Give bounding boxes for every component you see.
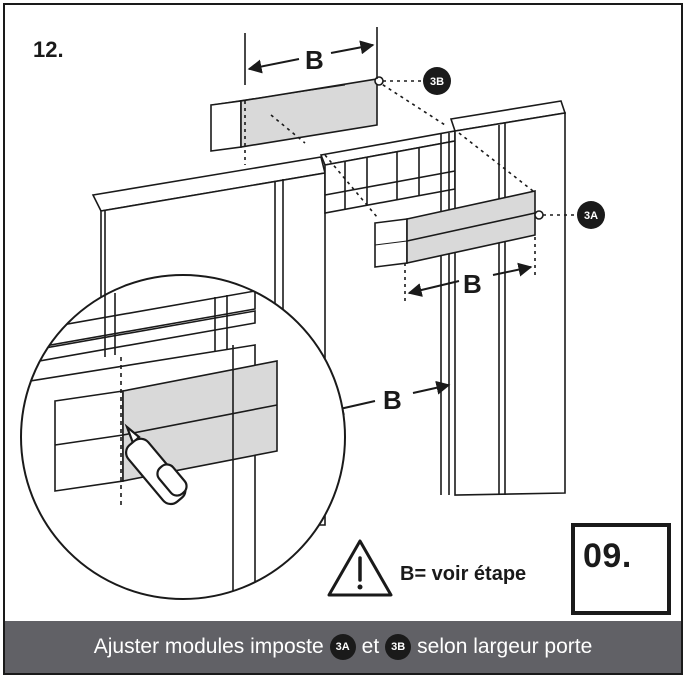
reference-step-box: 09. — [571, 523, 671, 615]
badge-3b: 3B — [423, 67, 451, 95]
guide-lines — [244, 80, 575, 301]
svg-text:3B: 3B — [430, 76, 444, 88]
caption-bar: Ajuster modules imposte 3A et 3B selon l… — [5, 621, 681, 673]
dimension-b-right: B — [407, 262, 533, 299]
dimension-label-top: B — [305, 45, 324, 75]
caption-badge-3a: 3A — [329, 634, 356, 660]
dimension-label-middle: B — [383, 385, 402, 415]
svg-text:3A: 3A — [584, 210, 598, 222]
caption-text-1: Ajuster modules imposte — [93, 635, 324, 658]
badge-3a: 3A — [577, 201, 605, 229]
dimension-b-middle: B — [329, 380, 451, 416]
right-wall-panel — [440, 100, 567, 496]
dimension-label-right: B — [463, 269, 482, 299]
reference-step-number: 09. — [583, 537, 632, 575]
transom-module-3a — [374, 190, 536, 268]
caption-badge-3b: 3B — [385, 634, 412, 660]
caption-text-2: et — [361, 635, 380, 658]
zoom-detail — [20, 274, 346, 600]
cutter-knife-icon — [124, 423, 188, 506]
dimension-b-top: B — [244, 27, 378, 85]
instruction-frame: B B B 3B 3A — [3, 3, 683, 675]
step-number: 12. — [33, 37, 64, 62]
anchor-point-3a — [534, 210, 544, 220]
warning-icon — [327, 539, 393, 597]
dimension-note: B= voir étape — [400, 563, 527, 585]
assembly-diagram: B B B 3B 3A — [20, 27, 605, 600]
transom-module-3b — [210, 78, 378, 152]
transom-frame — [319, 130, 456, 214]
caption-text-3: selon largeur porte — [417, 635, 593, 658]
